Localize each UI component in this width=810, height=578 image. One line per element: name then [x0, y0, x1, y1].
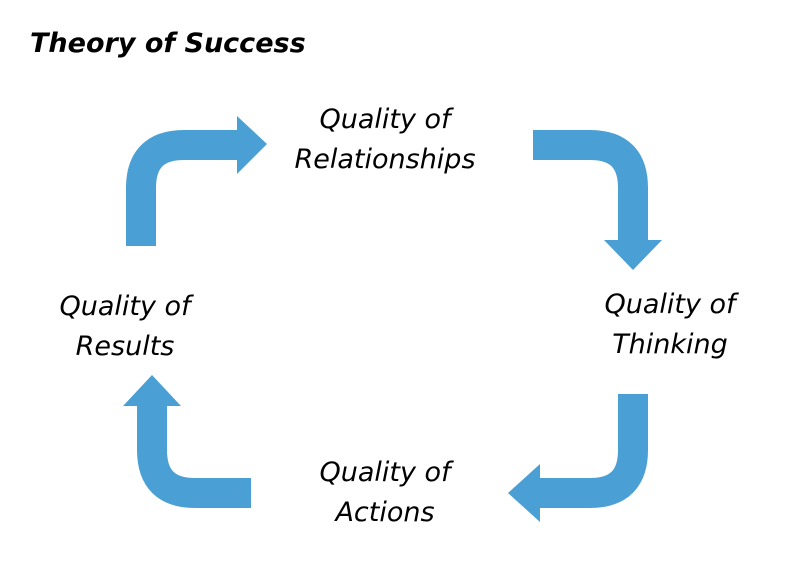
- arrow-results-to-relationships: [126, 130, 240, 246]
- arrowhead-up: [123, 375, 181, 406]
- arrowhead-down: [604, 240, 662, 270]
- node-line: Quality of: [604, 289, 736, 320]
- diagram-title: Theory of Success: [30, 28, 306, 59]
- node-thinking: Quality of Thinking: [575, 285, 765, 365]
- arrow-thinking-to-actions: [538, 394, 648, 508]
- node-line: Quality of: [319, 457, 451, 488]
- arrowhead-left: [508, 464, 540, 522]
- node-actions: Quality of Actions: [290, 453, 480, 533]
- arrow-relationships-to-thinking: [533, 130, 648, 242]
- node-line: Quality of: [319, 104, 451, 135]
- node-relationships: Quality of Relationships: [270, 100, 500, 180]
- node-line: Relationships: [294, 144, 476, 175]
- node-line: Actions: [335, 497, 435, 528]
- arrowhead-right: [237, 116, 267, 174]
- node-results: Quality of Results: [30, 287, 220, 367]
- node-line: Results: [75, 331, 175, 362]
- node-line: Quality of: [59, 291, 191, 322]
- node-line: Thinking: [612, 329, 728, 360]
- arrow-actions-to-results: [137, 404, 251, 508]
